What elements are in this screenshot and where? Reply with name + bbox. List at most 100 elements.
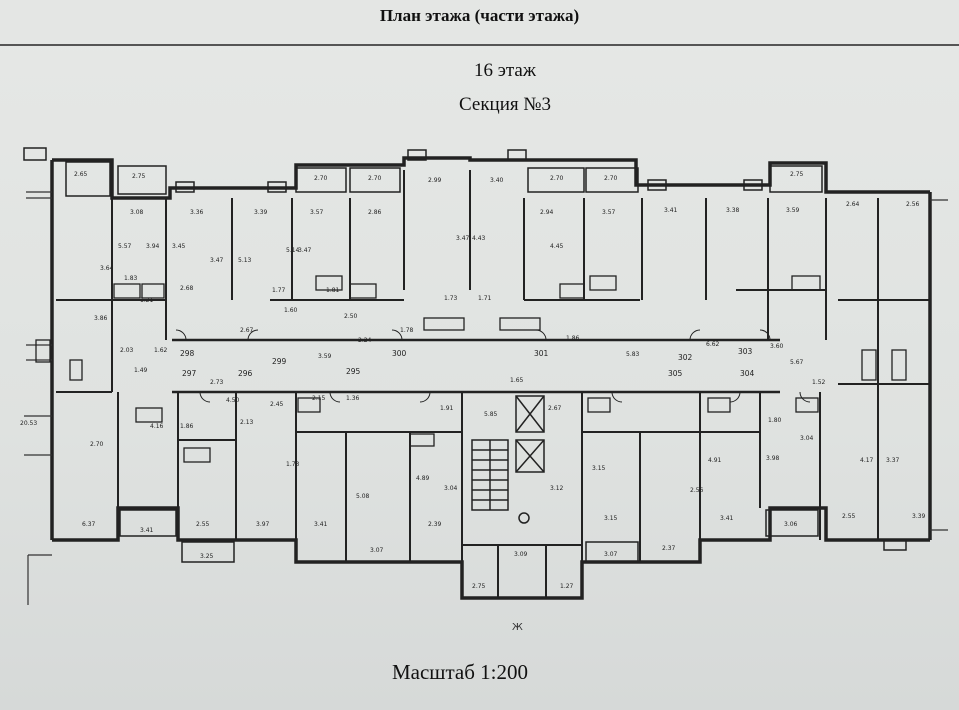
- dimension-label: 1.73: [286, 461, 300, 468]
- corridor: [172, 338, 780, 394]
- dimension-label: 2.45: [270, 401, 284, 408]
- dimension-label: 3.45: [172, 243, 186, 250]
- dimension-label: 1.65: [510, 377, 524, 384]
- dimension-label: 2.39: [428, 521, 442, 528]
- dimension-label: 4.50: [226, 397, 240, 404]
- room-number: 304: [740, 369, 755, 378]
- dimension-label: 2.70: [604, 175, 618, 182]
- stair-and-lift-core: [471, 395, 545, 524]
- dimension-label: 1.60: [284, 307, 298, 314]
- dimension-label: 3.25: [200, 553, 214, 560]
- dimension-label: 3.07: [370, 547, 384, 554]
- floor-label: 16 этаж: [473, 60, 536, 81]
- dimension-label: 2.55: [842, 513, 856, 520]
- dimension-label: 2.13: [240, 419, 254, 426]
- room-number: 295: [346, 367, 361, 376]
- dimension-label: 3.64: [100, 265, 114, 272]
- dimension-label: 5.85: [484, 411, 498, 418]
- dimension-label: 5.57: [118, 243, 132, 250]
- dimension-label: 2.50: [344, 313, 358, 320]
- dimension-label: 4.17: [860, 457, 874, 464]
- bathroom-fixtures: [35, 275, 907, 463]
- room-number: 303: [738, 347, 753, 356]
- dimension-label: 1.62: [154, 347, 168, 354]
- room-number: 305: [668, 369, 683, 378]
- dimension-label: 2.68: [180, 285, 194, 292]
- dimension-label: 2.67: [240, 327, 254, 334]
- dimension-label: 3.47: [456, 235, 470, 242]
- dimension-label: 6.62: [706, 341, 720, 348]
- dimension-label: 1.86: [180, 423, 194, 430]
- dimension-label: 1.86: [566, 335, 580, 342]
- dimension-label: 1.78: [400, 327, 414, 334]
- dimension-label: 2.99: [428, 177, 442, 184]
- section-label: Секция №3: [458, 94, 552, 115]
- dimension-label: 3.08: [130, 209, 144, 216]
- dimension-label: 4.45: [550, 243, 564, 250]
- dimension-label: 3.59: [318, 353, 332, 360]
- bottom-outline: [52, 506, 930, 600]
- dimension-label: 3.40: [490, 177, 504, 184]
- header-rule: [0, 44, 959, 46]
- room-number: 299: [272, 357, 287, 366]
- balconies: [23, 147, 907, 563]
- dimension-label: 2.70: [90, 441, 104, 448]
- dimension-label: 5.67: [790, 359, 804, 366]
- sheet-title: План этажа (части этажа): [379, 6, 580, 25]
- dimension-label: 3.36: [190, 209, 204, 216]
- dimension-label: 3.04: [800, 435, 814, 442]
- dimension-label: 3.41: [720, 515, 734, 522]
- dimension-label: 2.64: [846, 201, 860, 208]
- partition-walls: [56, 170, 930, 598]
- dimension-label: 3.07: [604, 551, 618, 558]
- dimension-label: 20.53: [20, 420, 37, 427]
- dimension-label: 2.70: [550, 175, 564, 182]
- dimension-label: 1.71: [478, 295, 492, 302]
- header-band: [0, 0, 959, 44]
- dimension-label: 1.36: [346, 395, 360, 402]
- exterior-lines: [24, 191, 948, 605]
- dimension-label: 3.47: [298, 247, 312, 254]
- dimension-label: 3.60: [770, 343, 784, 350]
- north-mark: Ж: [512, 622, 523, 633]
- room-number: 298: [180, 349, 195, 358]
- room-number: 302: [678, 353, 693, 362]
- dimension-label: 3.41: [314, 521, 328, 528]
- dimension-label: 1.21: [140, 297, 154, 304]
- dimension-label: 2.73: [210, 379, 224, 386]
- dimension-label: 6.37: [82, 521, 96, 528]
- dimension-label: 1.52: [812, 379, 826, 386]
- dimension-label: 3.39: [912, 513, 926, 520]
- dimension-label: 1.73: [444, 295, 458, 302]
- dimension-labels: 2.65 2.75 2.70 2.70 2.99 3.40 2.70 2.70 …: [20, 171, 926, 590]
- dimension-label: 2.70: [368, 175, 382, 182]
- dimension-label: 3.86: [94, 315, 108, 322]
- top-outline: [52, 156, 930, 200]
- dimension-label: 1.80: [768, 417, 782, 424]
- dimension-label: 3.59: [786, 207, 800, 214]
- dimension-label: 2.37: [662, 545, 676, 552]
- dimension-label: 3.06: [784, 521, 798, 528]
- dimension-label: 2.24: [358, 337, 372, 344]
- dimension-label: 1.83: [124, 275, 138, 282]
- outer-walls: [50, 156, 932, 600]
- scale-label: Масштаб 1:200: [391, 660, 528, 684]
- dimension-label: 4.91: [708, 457, 722, 464]
- dimension-label: 1.27: [560, 583, 574, 590]
- room-number: 297: [182, 369, 197, 378]
- dimension-label: 2.75: [472, 583, 486, 590]
- dimension-label: 4.43: [472, 235, 486, 242]
- dimension-label: 3.12: [550, 485, 564, 492]
- dimension-label: 1.77: [272, 287, 286, 294]
- room-number: 296: [238, 369, 253, 378]
- dimension-label: 3.57: [602, 209, 616, 216]
- dimension-label: 2.75: [790, 171, 804, 178]
- dimension-label: 3.41: [664, 207, 678, 214]
- dimension-label: 3.04: [444, 485, 458, 492]
- dimension-label: 3.57: [310, 209, 324, 216]
- dimension-label: 2.03: [120, 347, 134, 354]
- dimension-label: 5.14: [286, 247, 300, 254]
- dimension-label: 3.39: [254, 209, 268, 216]
